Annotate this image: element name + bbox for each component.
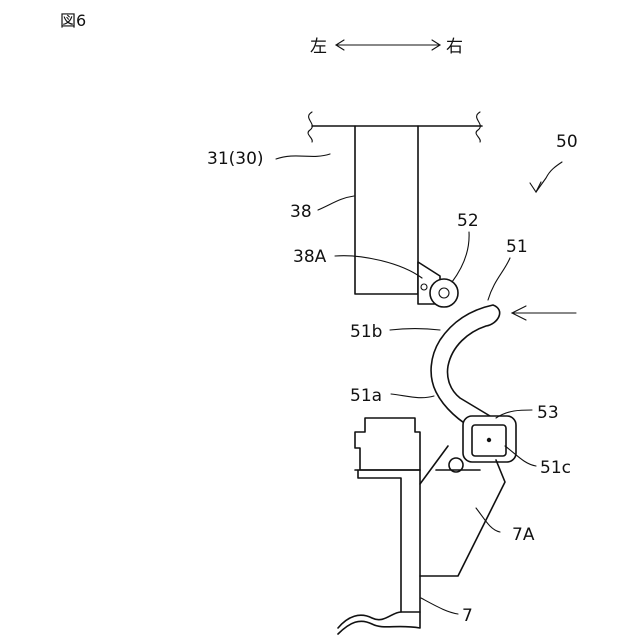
- label-7A: 7A: [512, 525, 535, 545]
- direction-indicator: 左 右: [310, 37, 463, 57]
- label-51: 51: [506, 237, 528, 257]
- hanging-member-38: [355, 126, 418, 294]
- frame-7: [338, 470, 420, 634]
- label-38: 38: [290, 202, 312, 222]
- pin-52: [430, 279, 458, 307]
- label-52: 52: [457, 211, 479, 231]
- direction-left-label: 左: [310, 37, 327, 57]
- force-arrow: [512, 306, 576, 320]
- top-plate-31: [308, 112, 482, 142]
- leader-lines: [276, 154, 562, 614]
- label-51b: 51b: [350, 322, 382, 342]
- label-31-30: 31(30): [207, 149, 264, 169]
- direction-right-label: 右: [446, 37, 463, 57]
- label-51c: 51c: [540, 458, 571, 478]
- hook-lever-51: [431, 305, 500, 430]
- label-53: 53: [537, 403, 559, 423]
- block-on-frame-7: [355, 418, 420, 470]
- label-38A: 38A: [293, 247, 327, 267]
- label-51a: 51a: [350, 386, 382, 406]
- figure-title: 図6: [60, 11, 86, 30]
- label-7: 7: [462, 606, 473, 626]
- pivot-53: [463, 416, 516, 462]
- label-50: 50: [556, 132, 578, 152]
